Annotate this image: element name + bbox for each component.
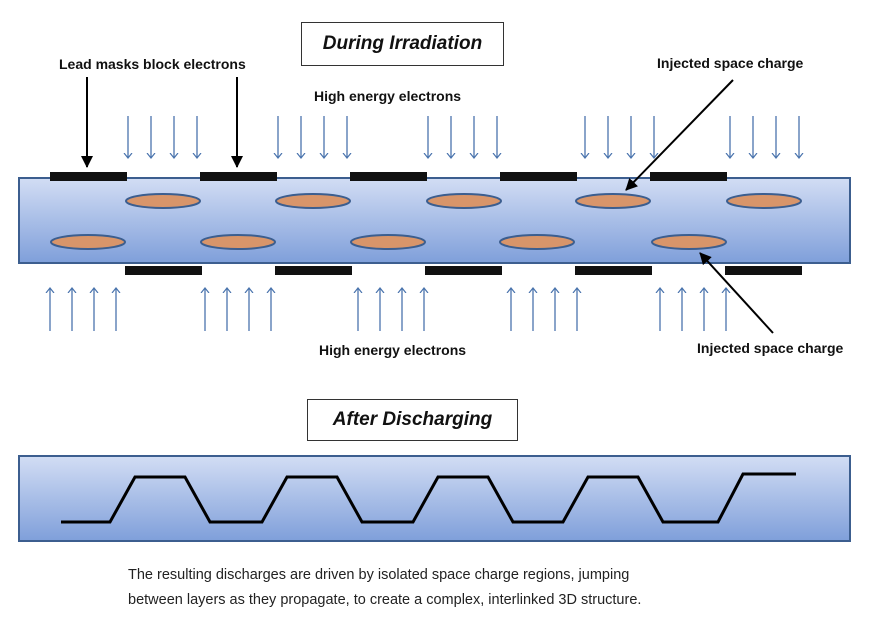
space-charge-bottom-label: Injected space charge (697, 340, 844, 356)
lead-mask-top (500, 172, 577, 181)
caption-line-1: The resulting discharges are driven by i… (128, 567, 630, 583)
space-charge-top-label: Injected space charge (657, 55, 804, 71)
figure-caption: The resulting discharges are driven by i… (128, 563, 768, 613)
irradiated-dielectric-slab (18, 177, 851, 264)
after-discharging-title: After Discharging (307, 399, 518, 441)
space-charge-region-lower (651, 234, 727, 250)
lead-mask-bottom (425, 266, 502, 275)
electron-arrows-top (128, 116, 799, 158)
lead-masks-label: Lead masks block electrons (59, 56, 246, 72)
lead-mask-bottom (575, 266, 652, 275)
lead-mask-top (50, 172, 127, 181)
lead-mask-bottom (275, 266, 352, 275)
electrons-top-label: High energy electrons (314, 88, 462, 104)
lead-mask-top (200, 172, 277, 181)
space-charge-region-upper (726, 193, 802, 209)
space-charge-region-upper (125, 193, 201, 209)
discharge-path-line (61, 472, 796, 524)
space-charge-region-lower (350, 234, 426, 250)
space-charge-region-lower (499, 234, 575, 250)
lead-mask-bottom (125, 266, 202, 275)
space-charge-pointer-arrow (699, 252, 774, 334)
space-charge-regions (50, 193, 802, 250)
space-charge-region-upper (426, 193, 502, 209)
lead-mask-bottom (725, 266, 802, 275)
lead-mask-top (350, 172, 427, 181)
lead-masks-bottom (125, 266, 802, 275)
during-irradiation-title: During Irradiation (301, 22, 504, 66)
space-charge-region-lower (50, 234, 126, 250)
space-charge-region-upper (275, 193, 351, 209)
space-charge-region-upper (575, 193, 651, 209)
space-charge-pointer-arrow (625, 79, 734, 191)
lead-masks-top (50, 172, 727, 181)
discharged-dielectric-slab (18, 455, 851, 542)
lead-mask-top (650, 172, 727, 181)
caption-line-2: between layers as they propagate, to cre… (128, 592, 642, 608)
space-charge-region-lower (200, 234, 276, 250)
electrons-bottom-label: High energy electrons (319, 342, 467, 358)
electron-arrows-bottom (50, 288, 726, 331)
